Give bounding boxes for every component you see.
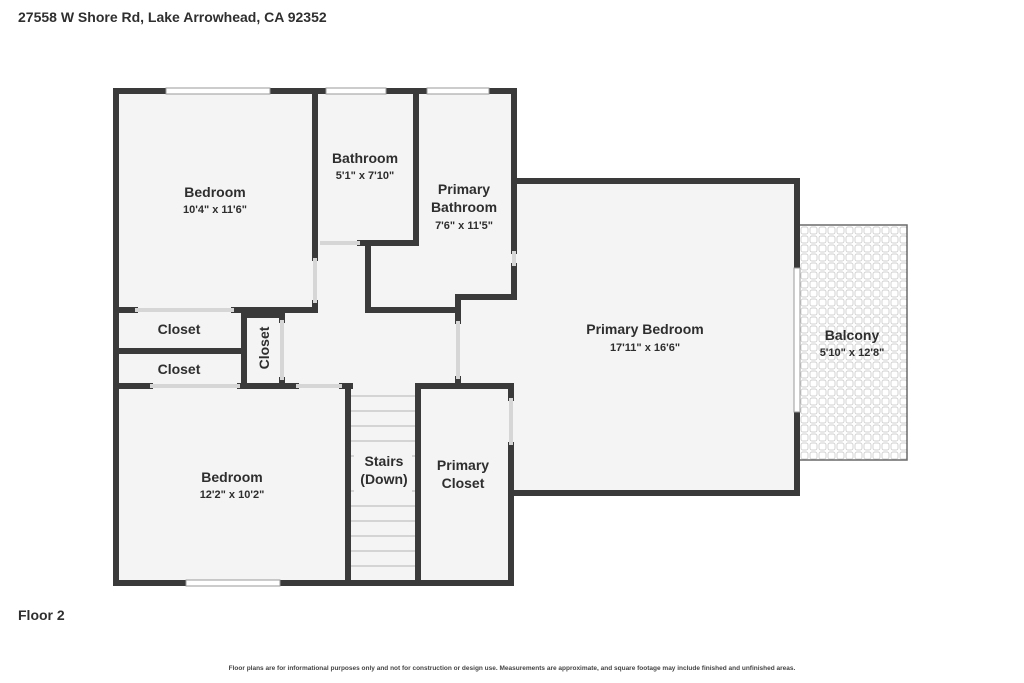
- room-dims: 10'4" x 11'6": [183, 204, 247, 216]
- room-closet-lower: Closet: [158, 361, 201, 377]
- room-name: Closet: [158, 321, 201, 337]
- room-dims: 17'11" x 16'6": [610, 342, 680, 354]
- windows: [165, 87, 801, 587]
- floor-fills: [116, 91, 797, 583]
- room-primary-bedroom: Primary Bedroom 17'11" x 16'6": [586, 321, 703, 354]
- room-dims: 12'2" x 10'2": [200, 489, 265, 501]
- room-balcony: Balcony 5'10" x 12'8": [820, 327, 885, 359]
- room-dims: 5'10" x 12'8": [820, 347, 885, 359]
- room-closet-upper: Closet: [158, 321, 201, 337]
- room-name-line1: Stairs: [365, 453, 404, 469]
- room-name: Bathroom: [332, 150, 398, 166]
- room-dims: 7'6" x 11'5": [435, 220, 493, 232]
- room-primary-bathroom: Primary Bathroom 7'6" x 11'5": [431, 181, 497, 232]
- room-primary-closet: Primary Closet: [437, 457, 489, 491]
- room-bedroom-top: Bedroom 10'4" x 11'6": [183, 184, 247, 216]
- room-name-line2: Closet: [442, 475, 485, 491]
- room-closet-vertical: Closet: [256, 326, 272, 369]
- room-dims: 5'1" x 7'10": [336, 170, 394, 182]
- room-bathroom: Bathroom 5'1" x 7'10": [332, 150, 398, 182]
- room-name: Bedroom: [184, 184, 245, 200]
- door-openings: [135, 241, 516, 445]
- property-address: 27558 W Shore Rd, Lake Arrowhead, CA 923…: [18, 9, 327, 25]
- room-name-line1: Primary: [437, 457, 489, 473]
- room-name: Closet: [158, 361, 201, 377]
- balcony-area: [797, 224, 908, 461]
- room-name: Bedroom: [201, 469, 262, 485]
- floor-label: Floor 2: [18, 607, 65, 623]
- room-bedroom-bottom: Bedroom 12'2" x 10'2": [200, 469, 265, 501]
- room-name: Closet: [256, 326, 272, 369]
- disclaimer-text: Floor plans are for informational purpos…: [228, 665, 796, 672]
- room-stairs: Stairs (Down): [354, 452, 412, 492]
- room-name: Primary Bedroom: [586, 321, 703, 337]
- room-name: Balcony: [825, 327, 880, 343]
- room-name-line1: Primary: [438, 181, 490, 197]
- room-name-line2: (Down): [360, 471, 407, 487]
- room-name-line2: Bathroom: [431, 199, 497, 215]
- walls: [113, 88, 800, 586]
